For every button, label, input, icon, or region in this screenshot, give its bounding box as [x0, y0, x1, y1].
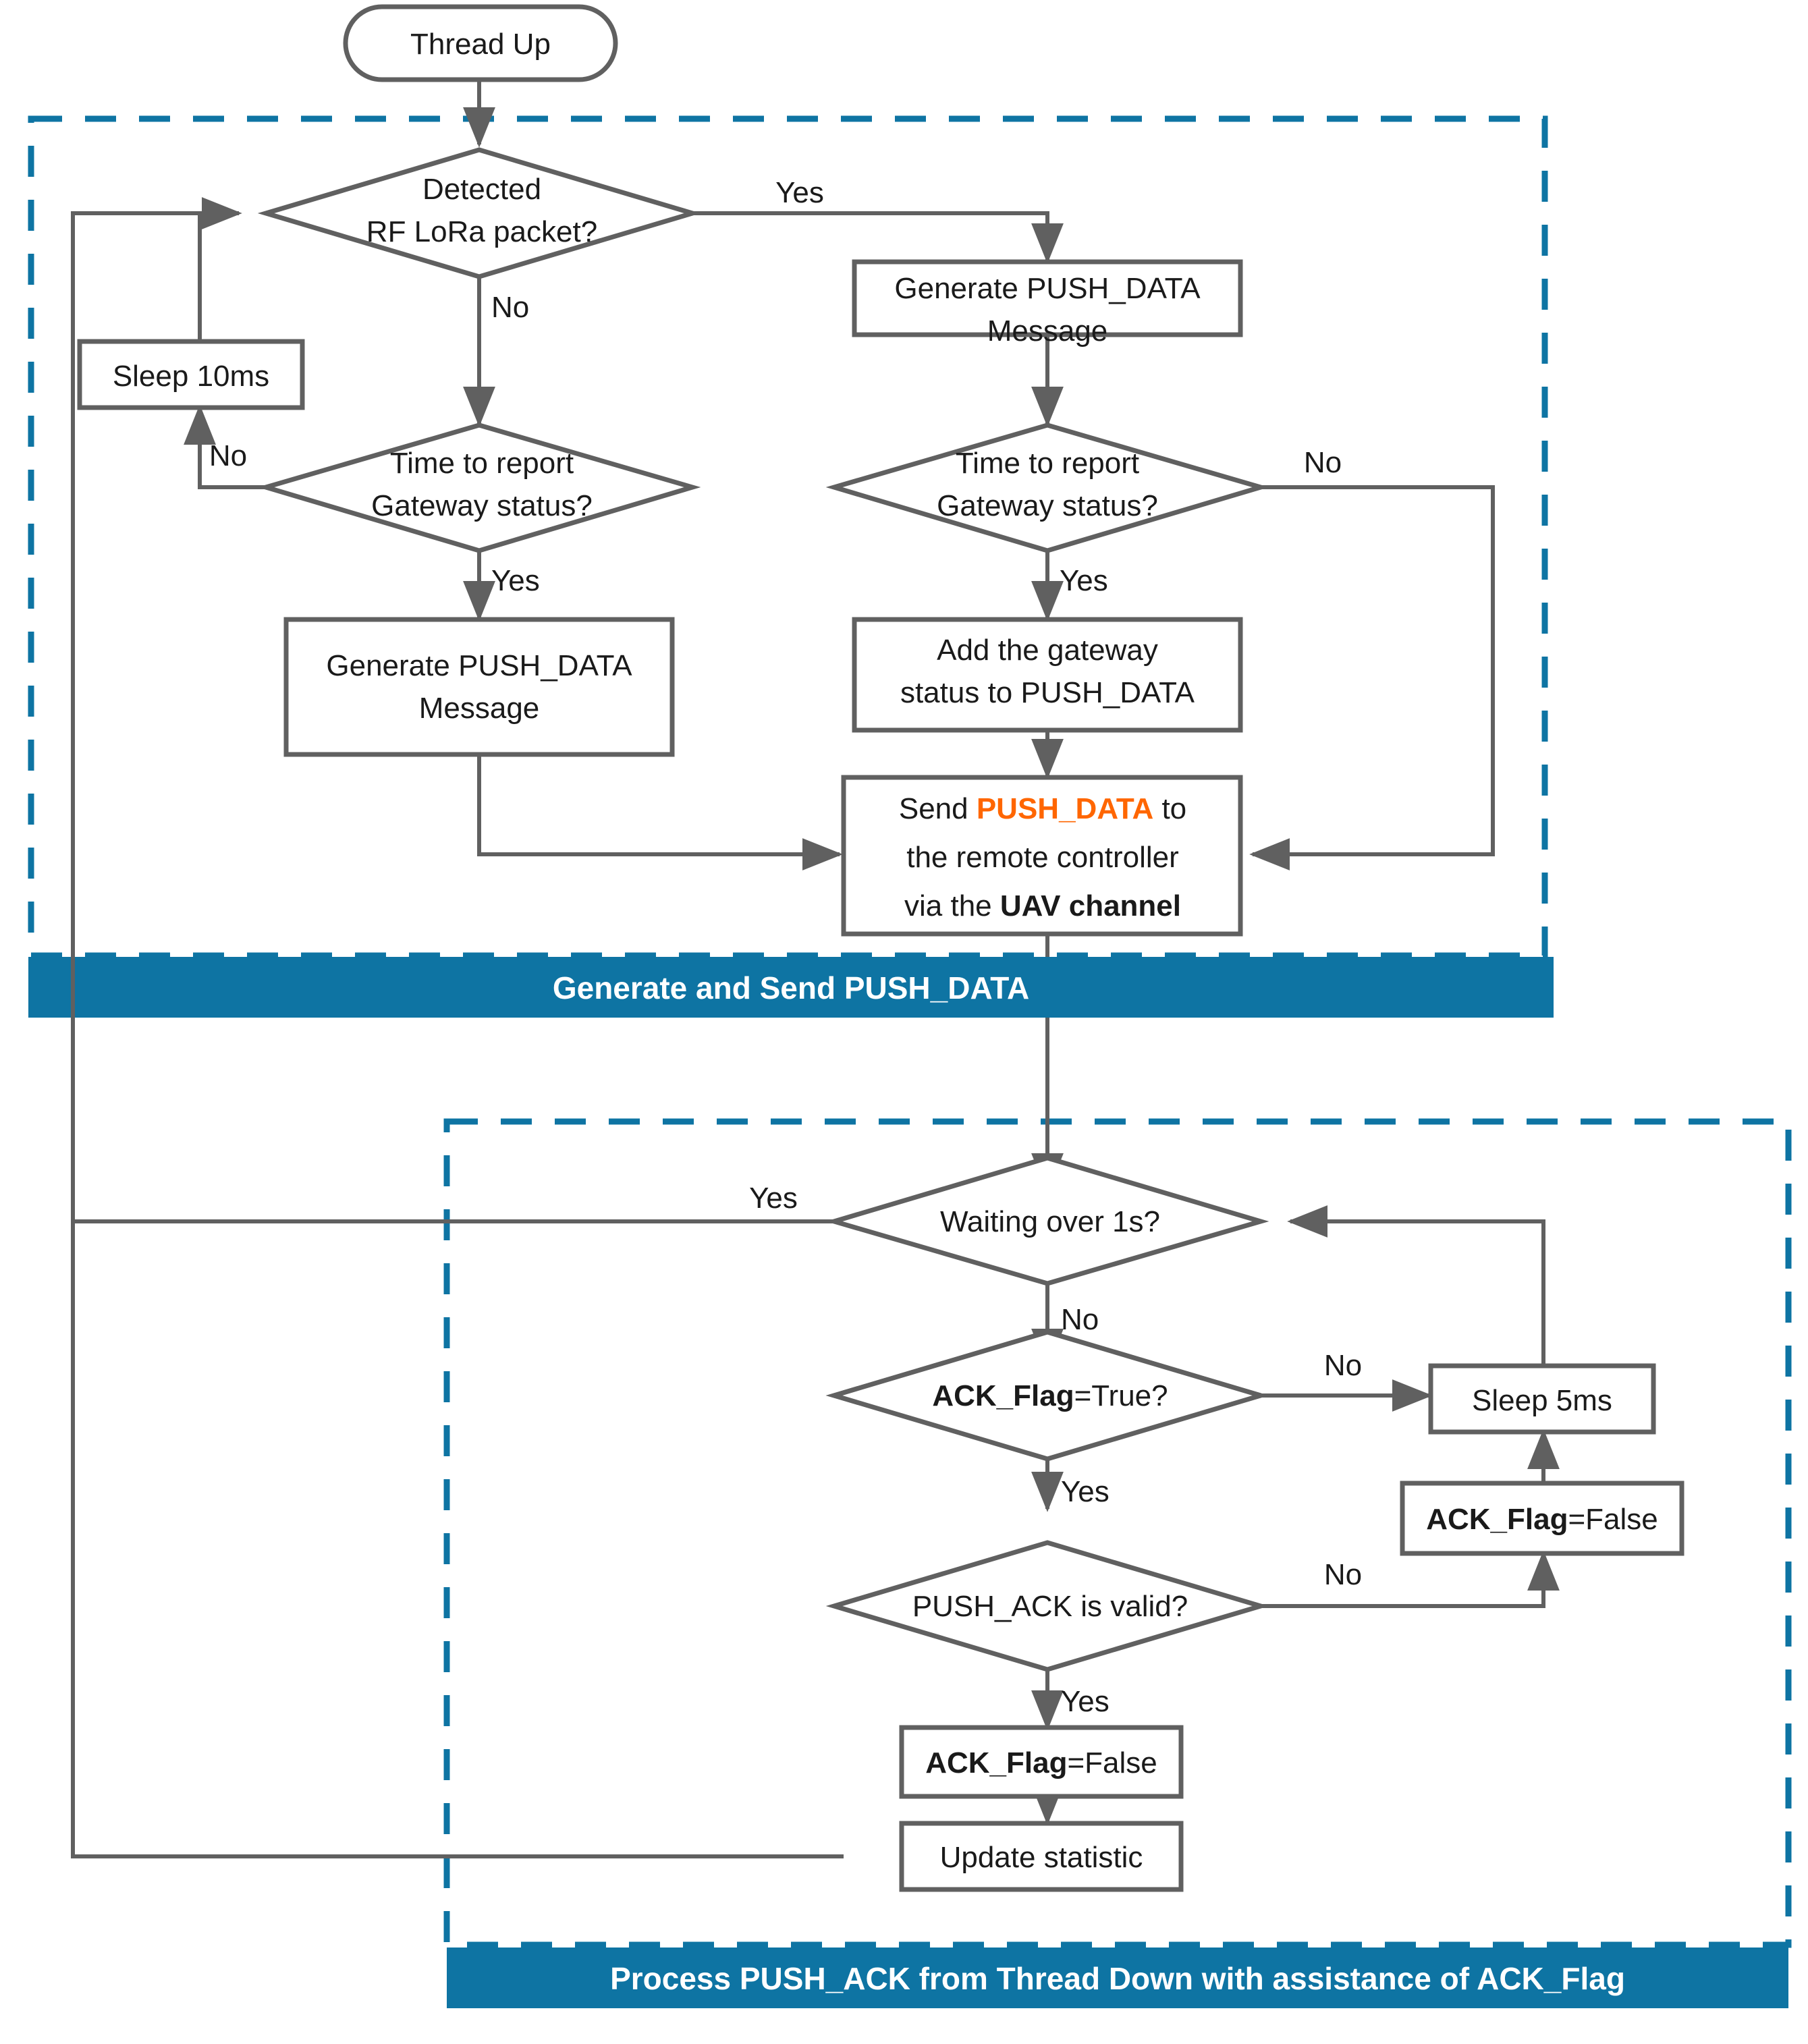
node-time-left-line2: Gateway status? [371, 489, 593, 522]
node-time-to-report-right[interactable] [825, 422, 1269, 553]
node-ack-flag-true-label-a: ACK_Flag [932, 1379, 1074, 1412]
edge-gen-left-to-send [477, 755, 843, 871]
node-ack-flag-true-shape[interactable] [825, 1329, 1269, 1462]
node-sleep-5ms-label: Sleep 5ms [1472, 1384, 1612, 1417]
node-time-to-report-left[interactable] [257, 422, 701, 553]
edge-label-detect-no: No [491, 291, 529, 324]
node-ack-flag-false-right-b: =False [1568, 1503, 1658, 1536]
banner-generate-send-label: Generate and Send PUSH_DATA [553, 970, 1029, 1005]
node-detected-line2: RF LoRa packet? [366, 215, 597, 248]
node-gen-left-line1: Generate PUSH_DATA [326, 649, 632, 682]
node-ack-flag-true-label-b: =True? [1074, 1379, 1168, 1412]
edge-label-pushack-no: No [1324, 1558, 1362, 1591]
node-generate-push-data-left[interactable] [283, 617, 675, 757]
edge-label-time-right-yes: Yes [1060, 564, 1108, 597]
node-sleep-10ms[interactable] [77, 339, 305, 410]
node-time-left-line1: Time to report [390, 447, 574, 480]
node-send-line3-a: via the [904, 889, 1000, 922]
edge-label-wait-yes: Yes [749, 1182, 798, 1215]
node-detected-line1: Detected [422, 173, 541, 206]
node-push-ack-is-valid-label: PUSH_ACK is valid? [912, 1590, 1188, 1623]
edge-time-left-no [184, 404, 270, 489]
edge-detect-yes [692, 211, 1064, 264]
edge-label-pushack-yes: Yes [1061, 1685, 1110, 1718]
node-ack-flag-false-right-a: ACK_Flag [1426, 1503, 1568, 1536]
node-add-status-line2: status to PUSH_DATA [900, 676, 1195, 709]
node-push-ack-is-valid[interactable] [825, 1540, 1269, 1672]
group-box-process-ack [443, 1118, 1792, 1948]
node-update-statistic[interactable] [899, 1821, 1184, 1892]
node-waiting-over-1s-label: Waiting over 1s? [940, 1205, 1160, 1238]
node-send-line2: the remote controller [906, 841, 1179, 874]
node-time-right-line1: Time to report [956, 447, 1139, 480]
group-box-generate-send [28, 115, 1548, 959]
node-send-push-data[interactable] [841, 775, 1243, 937]
edge-label-ackflag-yes: Yes [1061, 1475, 1110, 1508]
edge-label-time-left-no: No [209, 439, 247, 472]
node-add-status-line1: Add the gateway [937, 634, 1158, 667]
edge-label-wait-no: No [1061, 1303, 1099, 1336]
node-send-line3: via the UAV channel [904, 889, 1181, 922]
node-ack-flag-false-right-label: ACK_Flag=False [1426, 1503, 1658, 1536]
node-gen-right-line2: Message [987, 314, 1108, 348]
node-sleep-5ms[interactable] [1428, 1363, 1656, 1435]
edge-time-right-no [1249, 485, 1495, 871]
edge-label-time-left-yes: Yes [491, 564, 540, 597]
edge-sleep5-to-wait [1287, 1205, 1545, 1366]
node-start[interactable] [343, 4, 618, 82]
node-ack-flag-true-label: ACK_Flag=True? [932, 1379, 1168, 1412]
node-ack-flag-false-main-b: =False [1067, 1746, 1157, 1779]
node-send-line1-a: Send [899, 792, 977, 825]
node-start-label: Thread Up [410, 28, 551, 61]
edge-pushack-no [1261, 1550, 1560, 1608]
node-ack-flag-false-right[interactable] [1400, 1481, 1684, 1556]
node-gen-left-line2: Message [419, 692, 540, 725]
node-add-gateway-status[interactable] [852, 617, 1243, 733]
node-detected-rf-lora-packet[interactable] [257, 147, 701, 279]
banner-generate-send [28, 957, 1554, 1018]
banner-process-ack [447, 1948, 1788, 2008]
node-send-line1-c: to [1153, 792, 1186, 825]
node-time-right-line2: Gateway status? [937, 489, 1158, 522]
edge-update-to-detect-loop [71, 211, 844, 1858]
node-send-line1: Send PUSH_DATA to [899, 792, 1186, 825]
node-ack-flag-false-main-label: ACK_Flag=False [925, 1746, 1157, 1779]
node-send-uav-channel: UAV channel [1000, 889, 1181, 922]
node-ack-flag-false-main[interactable] [899, 1725, 1184, 1799]
node-send-push-data-highlight: PUSH_DATA [977, 792, 1153, 825]
edge-label-detect-yes: Yes [775, 176, 824, 209]
node-generate-push-data-right[interactable] [852, 259, 1243, 337]
node-ack-flag-false-main-a: ACK_Flag [925, 1746, 1067, 1779]
node-update-statistic-label: Update statistic [940, 1841, 1143, 1874]
edge-sleep10-to-detect [198, 197, 242, 341]
edge-label-time-right-no: No [1304, 446, 1342, 479]
node-waiting-over-1s[interactable] [825, 1155, 1269, 1286]
node-sleep-10ms-label: Sleep 10ms [113, 360, 269, 393]
node-gen-right-line1: Generate PUSH_DATA [894, 272, 1201, 305]
edge-label-ackflag-no: No [1324, 1349, 1362, 1382]
banner-process-ack-label: Process PUSH_ACK from Thread Down with a… [610, 1961, 1625, 1996]
